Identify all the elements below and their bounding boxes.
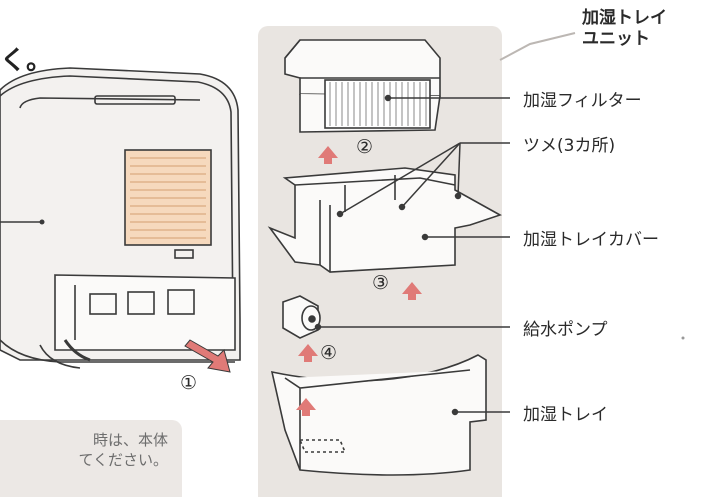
stray-dot xyxy=(681,336,685,340)
label-tray-cover: 加湿トレイカバー xyxy=(523,230,659,250)
label-humidifier-tray: 加湿トレイ xyxy=(523,405,608,425)
up-arrows xyxy=(296,146,422,416)
up-arrow-3 xyxy=(402,282,422,300)
leader-lines xyxy=(314,94,510,416)
label-water-pump: 給水ポンプ xyxy=(523,320,608,340)
tray-cover-drawing xyxy=(267,167,502,273)
pump-drawing xyxy=(282,295,321,339)
up-arrow-2 xyxy=(318,146,338,164)
filter-mesh xyxy=(329,82,427,126)
step-4-number: ④ xyxy=(320,342,338,364)
step-1-number: ① xyxy=(180,372,198,394)
tray-drawing xyxy=(270,354,487,476)
step-2-number: ② xyxy=(356,136,374,158)
unit-heading-line2: ユニット xyxy=(582,29,650,49)
unit-heading-line1: 加湿トレイ xyxy=(582,8,667,28)
grille-pattern xyxy=(130,157,206,239)
note-box: 時は、本体 てください。 xyxy=(0,420,182,497)
dehumidifier-body-drawing xyxy=(0,67,241,369)
label-humidifier-filter: 加湿フィルター xyxy=(523,91,642,111)
up-arrow-4 xyxy=(298,344,318,362)
note-line-2: てください。 xyxy=(78,451,168,469)
pull-out-arrow xyxy=(184,339,231,373)
label-claws: ツメ(3カ所) xyxy=(523,136,616,156)
note-line-1: 時は、本体 xyxy=(92,431,168,449)
filter-drawing xyxy=(284,39,441,133)
up-arrow-tray xyxy=(296,398,316,416)
heading-pointer-line xyxy=(499,32,576,61)
step-3-number: ③ xyxy=(372,272,390,294)
